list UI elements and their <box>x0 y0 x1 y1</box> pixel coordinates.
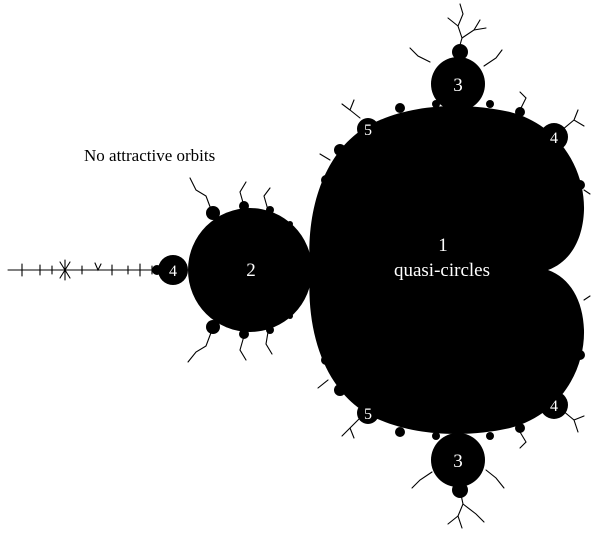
antenna <box>8 260 165 280</box>
period-5-upper-label: 5 <box>364 122 372 139</box>
period-3-top-label: 3 <box>453 75 463 96</box>
period-3-bulb-top-small <box>452 44 468 60</box>
period-4-left-label: 4 <box>169 263 177 280</box>
period-3-bottom-label: 3 <box>453 451 463 472</box>
period-4-upper-right-label: 4 <box>550 130 558 147</box>
period-2-label: 2 <box>246 260 256 281</box>
caption-no-attractive-orbits: No attractive orbits <box>84 146 215 165</box>
main-cardioid-description-label: quasi-circles <box>394 260 490 281</box>
period-4-lower-right-label: 4 <box>550 398 558 415</box>
period-5-lower-label: 5 <box>364 406 372 423</box>
main-cardioid-period-label: 1 <box>438 235 448 256</box>
period-4-bulb-left-small <box>152 265 162 275</box>
period-3-bulb-bottom-small <box>452 482 468 498</box>
